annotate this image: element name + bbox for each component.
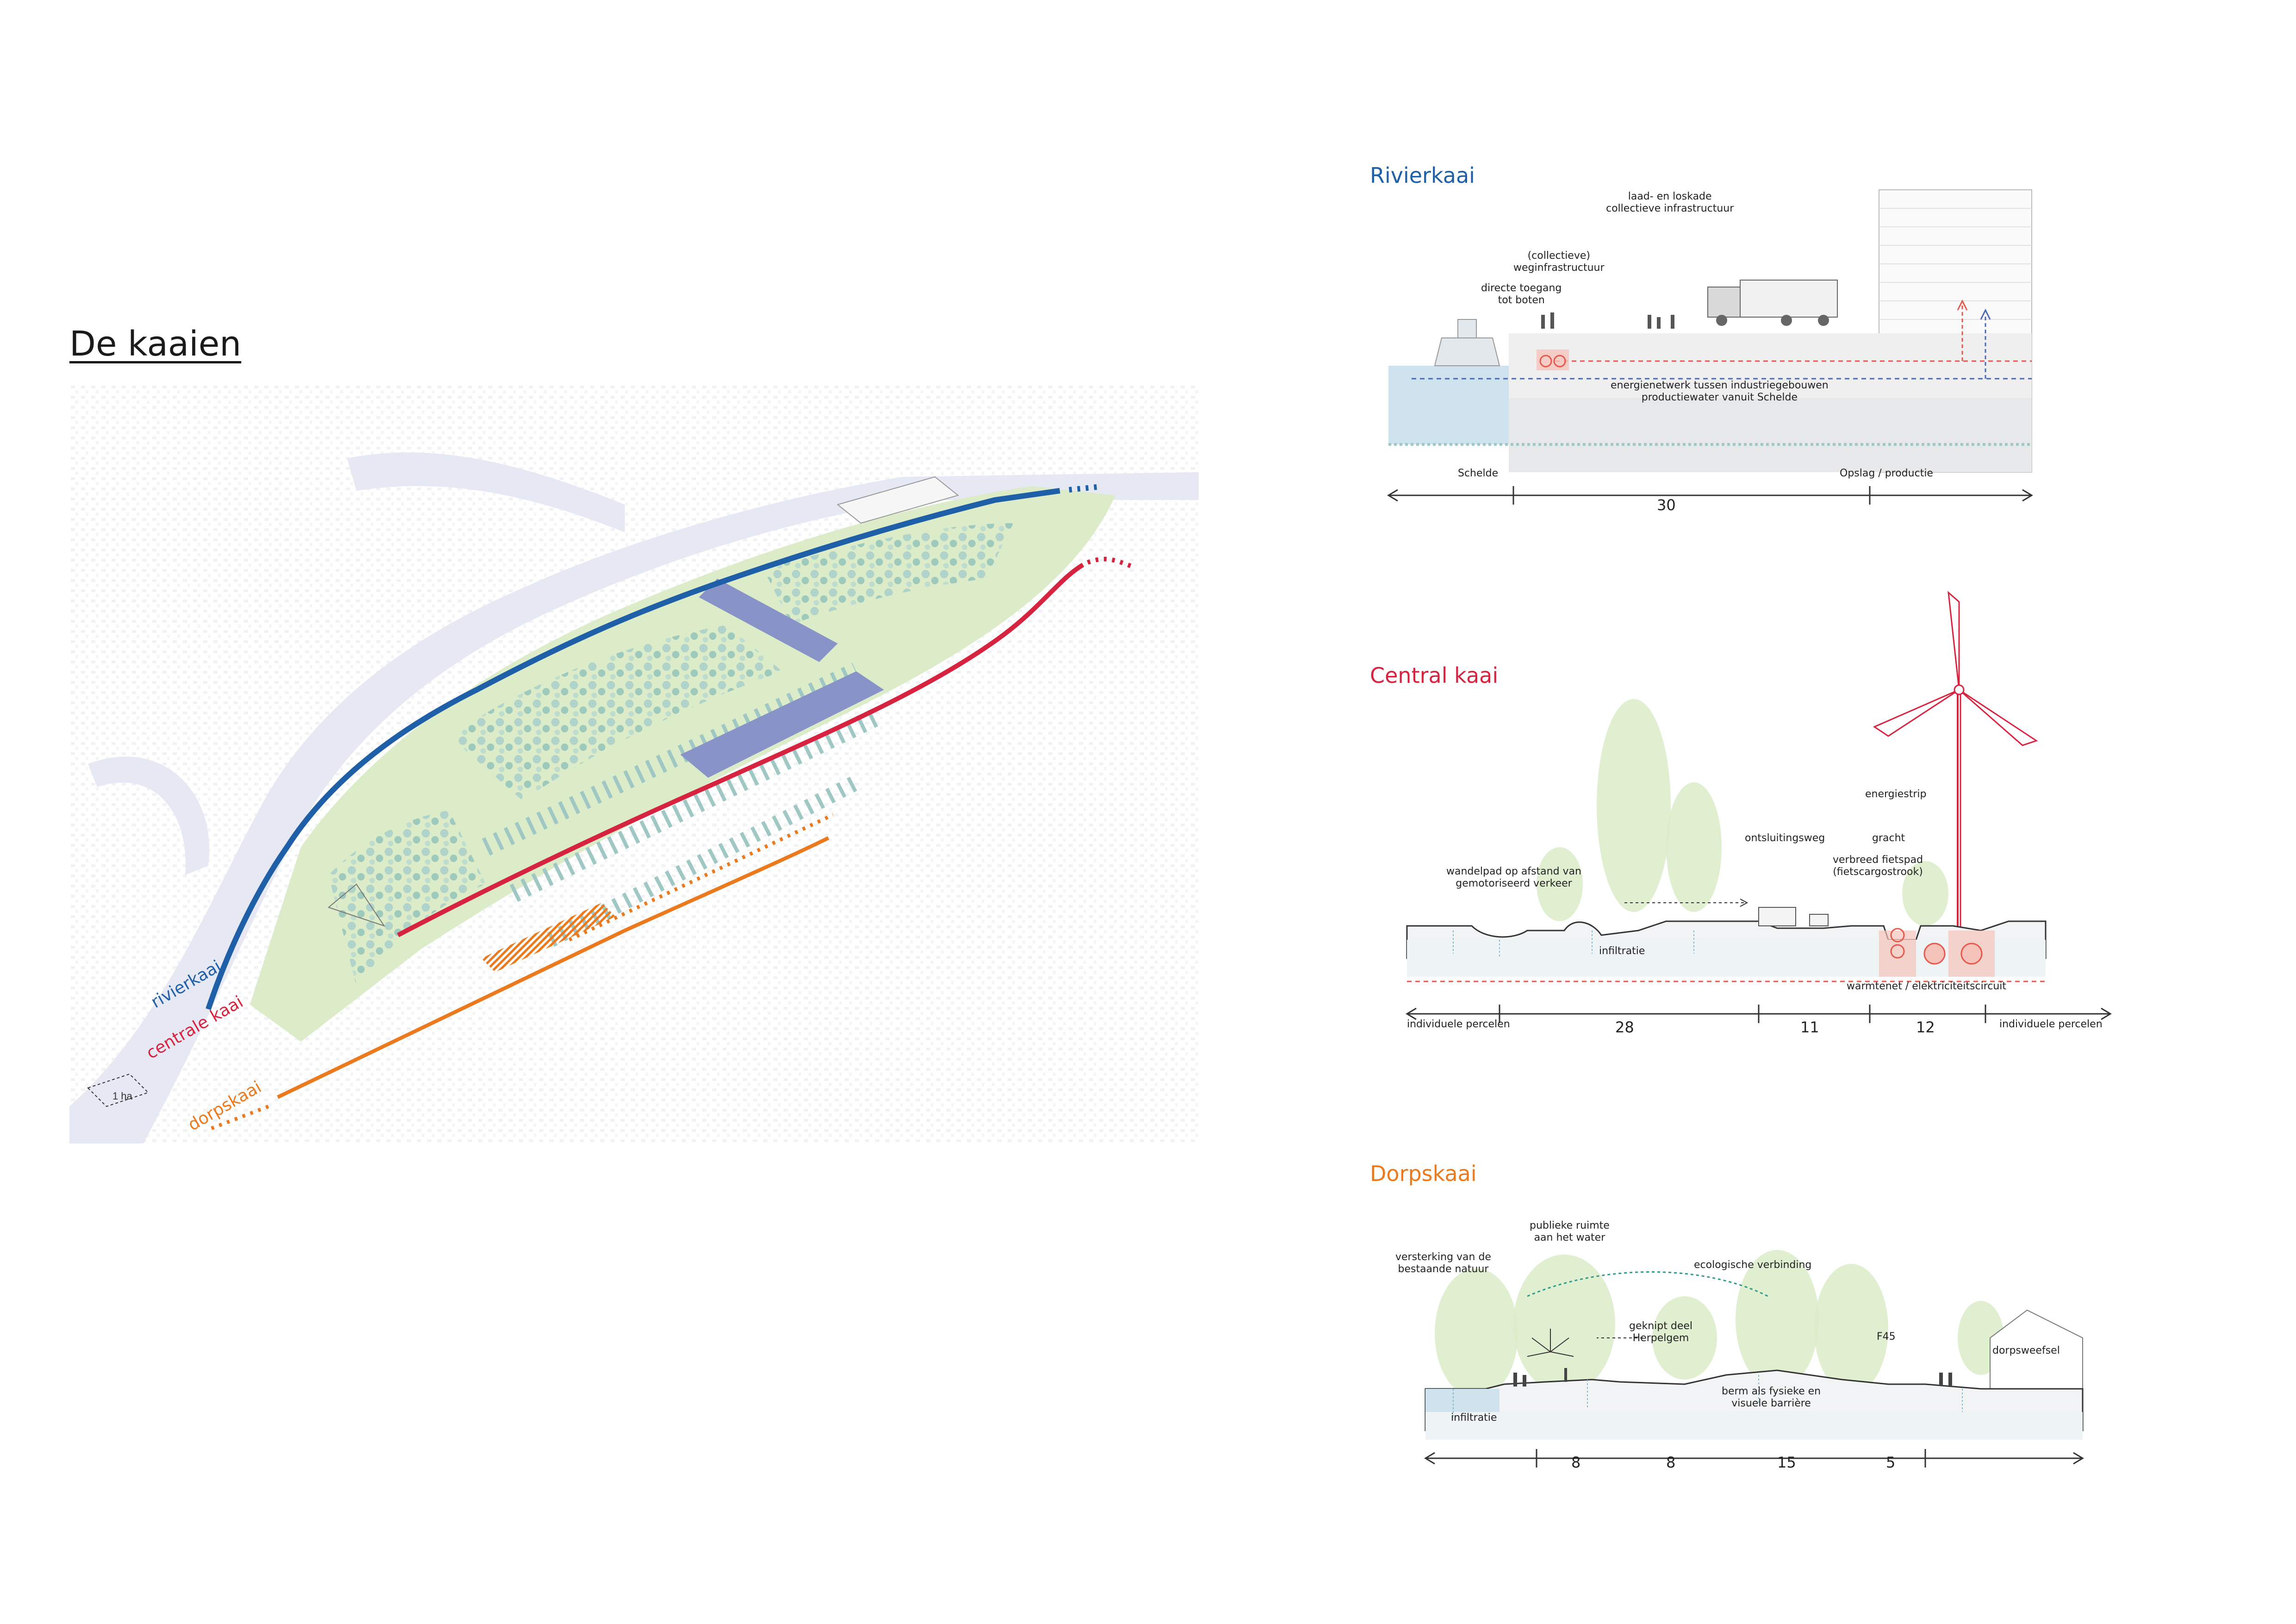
section-title-dorpskaai: Dorpskaai (1370, 1161, 1477, 1186)
label-ecologische: ecologische verbinding (1694, 1259, 1811, 1271)
end-right-central: individuele percelen (1999, 1018, 2103, 1031)
end-left-central: individuele percelen (1407, 1018, 1510, 1031)
dim-15: 15 (1777, 1454, 1796, 1471)
section-central (1407, 588, 2110, 1032)
section-title-rivierkaai: Rivierkaai (1370, 163, 1475, 188)
dim-30: 30 (1657, 496, 1676, 514)
dim-8a: 8 (1571, 1454, 1580, 1471)
label-ontsluitingsweg: ontsluitingsweg (1745, 832, 1825, 844)
end-left: Schelde (1458, 468, 1498, 480)
label-f45: F45 (1877, 1331, 1896, 1343)
label-gracht: gracht (1872, 832, 1905, 844)
dim-28: 28 (1615, 1018, 1634, 1036)
scale-label: 1 ha (112, 1090, 132, 1102)
label-energiestrip: energiestrip (1865, 788, 1927, 800)
label-infiltratie-dorp: infiltratie (1451, 1412, 1497, 1424)
dim-5: 5 (1886, 1454, 1895, 1471)
label-fietspad: verbreed fietspad(fietscargostrook) (1833, 854, 1923, 878)
dim-12: 12 (1916, 1018, 1935, 1036)
label-weg: (collectieve)weginfrastructuur (1513, 250, 1605, 274)
section-rivierkaai (1388, 185, 2046, 509)
dim-8b: 8 (1666, 1454, 1675, 1471)
page-title: De kaaien (69, 324, 241, 364)
site-map (69, 384, 1199, 1143)
label-warmtenet: warmtenet / elektriciteitscircuit (1847, 981, 2006, 993)
end-right: Opslag / productie (1840, 468, 1933, 480)
label-infiltratie: infiltratie (1599, 945, 1645, 957)
label-dorpsweefsel: dorpsweefsel (1992, 1345, 2060, 1357)
dim-11: 11 (1800, 1018, 1819, 1036)
